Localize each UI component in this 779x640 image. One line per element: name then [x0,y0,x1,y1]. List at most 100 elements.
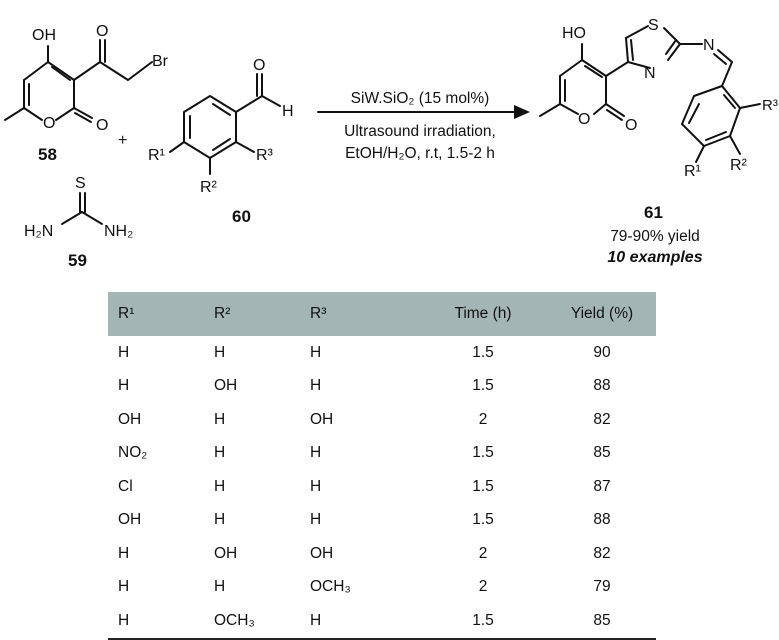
cell-r2: H [214,343,226,361]
cell-time: 1.5 [472,477,494,495]
column-header-r3: R³ [310,305,327,322]
condition-catalyst: SiW.SiO₂ (15 mol%) [351,90,490,107]
cell-r1: H [118,343,130,361]
cell-yield: 79 [593,578,611,596]
compound-number-61: 61 [644,203,663,222]
cell-r3: OCH₃ [310,578,351,596]
atom-ho: HO [562,25,586,42]
cell-r2: OH [214,377,238,395]
substituent-r1: R¹ [684,163,701,180]
atom-h2n: H₂N [24,223,53,240]
cell-yield: 82 [593,544,611,562]
substituent-r3: R³ [256,147,274,164]
cell-r2: H [214,410,226,428]
compound-number-59: 59 [68,251,87,270]
column-header-r1: R¹ [118,305,135,322]
cell-r1: H [118,578,130,596]
cell-r3: H [310,604,418,640]
substituent-r1: R¹ [148,147,165,164]
compound-61: HO S N N O O R³ R¹ R² 61 79-90% yield 10… [539,17,778,266]
atom-s-thiazole: S [648,17,659,34]
cell-yield: 90 [593,343,611,361]
plus-sign: + [118,132,127,149]
cell-yield: 82 [593,410,611,428]
cell-r2: OH [214,544,238,562]
compound-59: S H₂N NH₂ 59 [24,175,133,270]
table-row: H H OCH₃ 2 79 [108,571,656,605]
table-row: Cl H H 1.5 87 [108,470,656,504]
compound-number-58: 58 [38,145,57,164]
cell-r3: H [310,377,322,395]
cell-r3: H [310,511,322,529]
cell-time: 1.5 [472,343,494,361]
table-row: H OH H 1.5 88 [108,370,656,404]
cell-time: 2 [478,544,488,562]
atom-o-ring: O [578,111,590,128]
table-row: NO₂ H H 1.5 85 [108,437,656,471]
atom-o-aldehyde: O [253,57,265,74]
cell-r1: OH [118,511,142,529]
cell-time: 1.5 [472,511,494,529]
substituent-r3: R³ [762,97,778,114]
cell-r3: H [310,444,322,462]
cell-time: 2 [478,578,488,596]
column-header-yield: Yield (%) [570,305,634,322]
table-row: OH H H 1.5 88 [108,504,656,538]
cell-r3: OH [310,410,334,428]
atom-n-thiazole: N [644,65,656,82]
column-header-r2: R² [214,305,231,322]
cell-r2: OCH₃ [214,604,310,640]
table-row: OH H OH 2 82 [108,403,656,437]
cell-yield: 87 [593,477,611,495]
column-header-time: Time (h) [454,305,512,322]
cell-r3: H [310,343,322,361]
cell-r1: H [118,377,130,395]
examples-count: 10 examples [607,249,702,266]
atom-s: S [75,175,86,192]
cell-yield: 88 [593,377,611,395]
cell-r2: H [214,477,226,495]
substituent-r2: R² [200,179,218,196]
reaction-arrow [317,105,530,119]
cell-yield: 88 [593,511,611,529]
table-header-row: R¹ R² R³ Time (h) Yield (%) [108,292,656,336]
cell-r1: OH [118,410,142,428]
cell-r3: H [310,477,322,495]
condition-solvent-time: EtOH/H₂O, r.t, 1.5-2 h [345,145,495,162]
cell-r1: Cl [118,477,133,495]
cell-time: 1.5 [418,604,548,640]
cell-r2: H [214,444,226,462]
cell-r1: H [108,604,214,640]
atom-o-lactone: O [625,117,637,134]
results-table: R¹ R² R³ Time (h) Yield (%) H H H 1.5 90… [108,292,656,640]
atom-nh2: NH₂ [104,223,133,240]
cell-r2: H [214,578,226,596]
compound-number-60: 60 [232,207,251,226]
atom-n-imine: N [703,37,715,54]
compound-60: O H R¹ R² R³ 60 [148,57,294,226]
yield-range: 79-90% yield [610,228,700,245]
table-row: H H H 1.5 90 [108,336,656,370]
cell-r3: OH [310,544,334,562]
table-row: H OCH₃ H 1.5 85 [108,604,656,640]
cell-r2: H [214,511,226,529]
reaction-scheme: OH O Br O O 58 + S H₂N NH₂ 59 O H R¹ R² … [4,17,778,270]
substituent-r2: R² [730,157,748,174]
atom-o-keto: O [96,23,108,40]
condition-ultrasound: Ultrasound irradiation, [344,123,496,140]
atom-oh: OH [32,27,56,44]
cell-yield: 85 [593,444,611,462]
cell-r1: H [118,544,130,562]
cell-time: 2 [478,410,488,428]
atom-br: Br [152,53,169,70]
atom-o-ring: O [43,115,55,132]
cell-time: 1.5 [472,377,494,395]
cell-yield: 85 [548,604,656,640]
table-row: H OH OH 2 82 [108,537,656,571]
atom-o-lactone: O [96,117,108,134]
cell-time: 1.5 [472,444,494,462]
cell-r1: NO₂ [118,444,148,462]
atom-h-aldehyde: H [282,103,294,120]
compound-58: OH O Br O O 58 [4,23,169,164]
substituent-yield-table: R¹ R² R³ Time (h) Yield (%) H H H 1.5 90… [108,292,656,640]
